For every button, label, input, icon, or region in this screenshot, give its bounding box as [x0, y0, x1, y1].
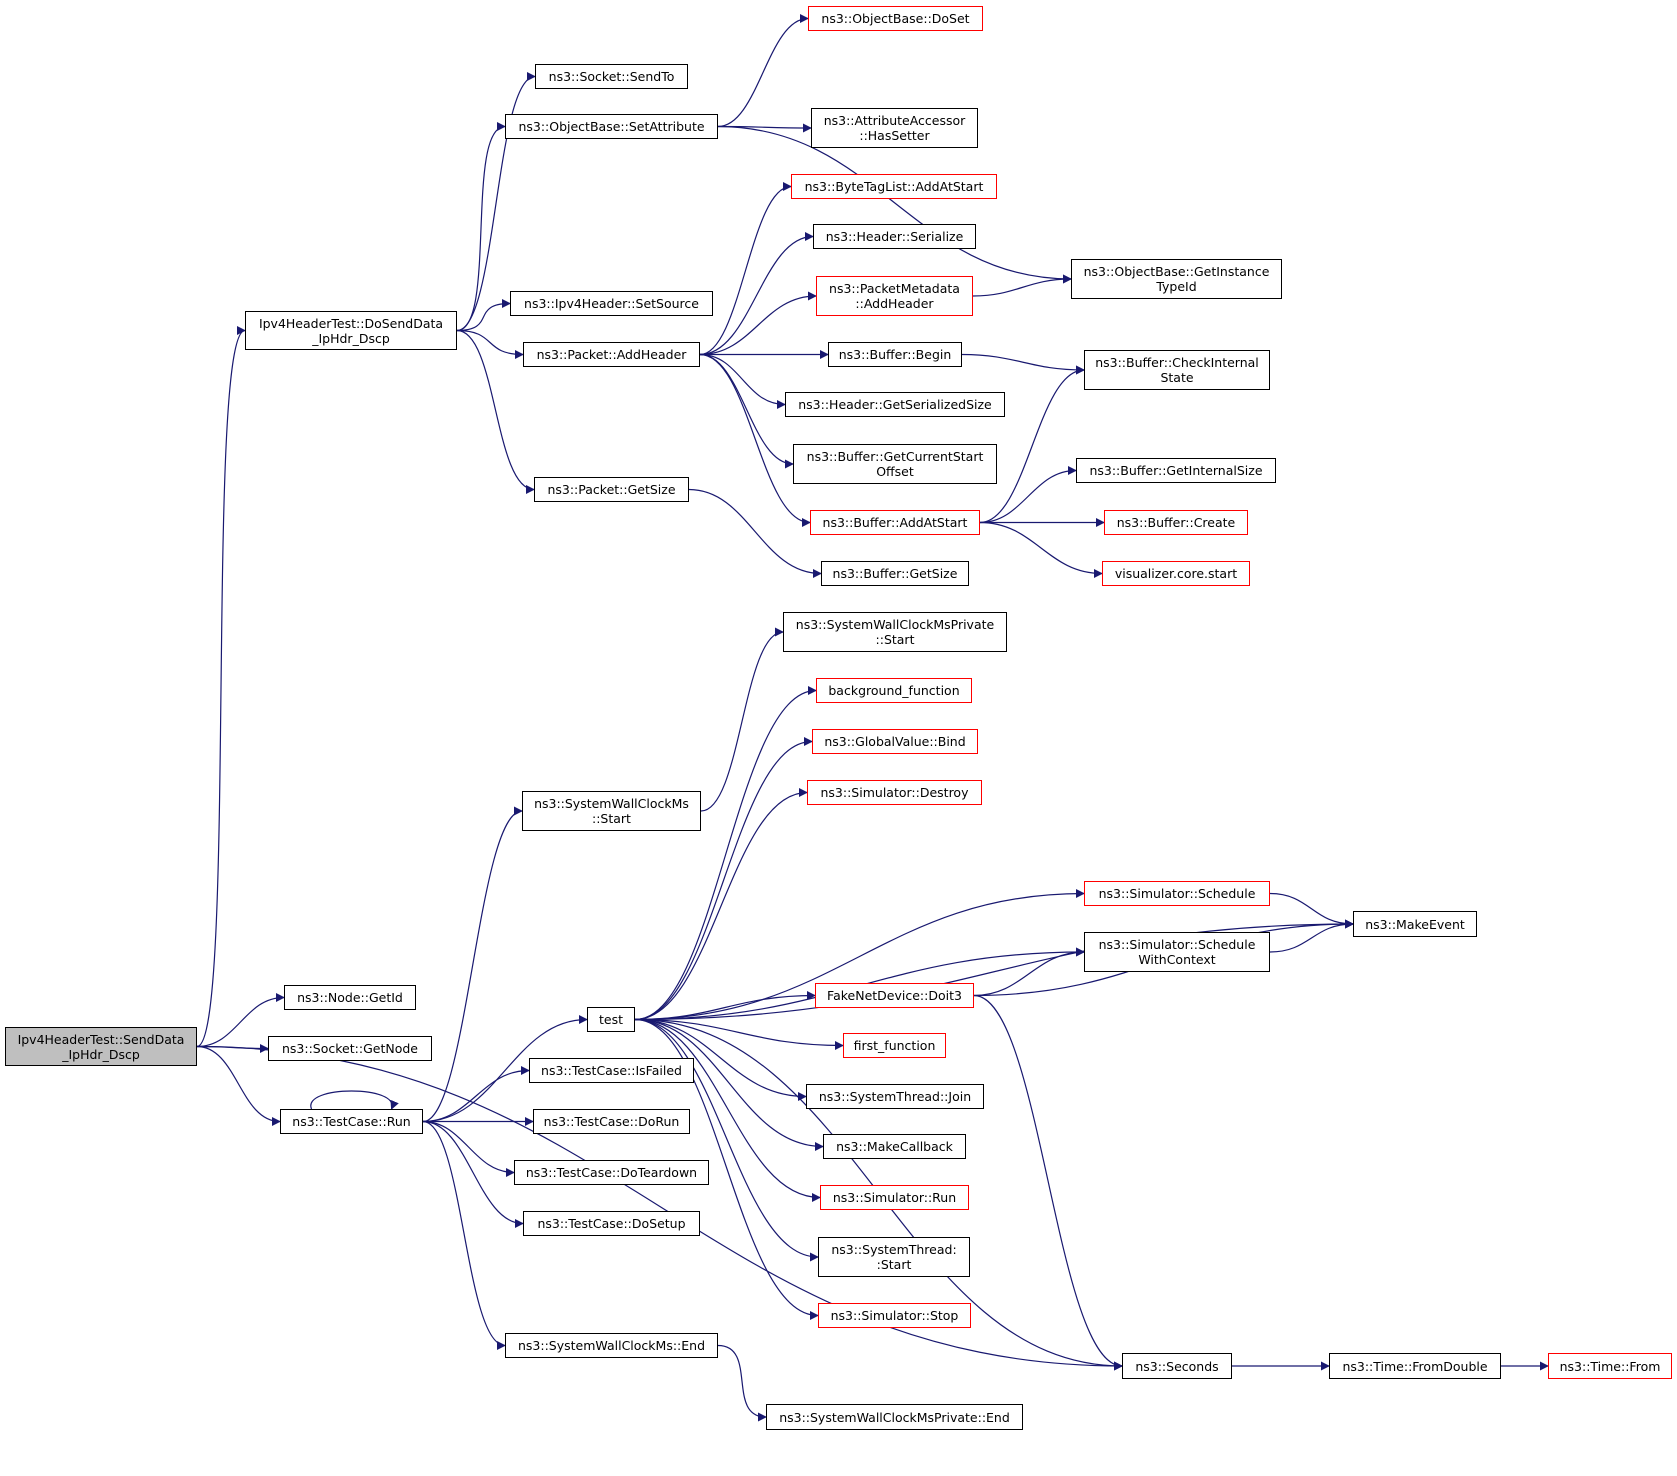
edge-dosend-to-setsource — [456, 299, 511, 332]
edge-test-to-makecb — [634, 1018, 824, 1151]
node-objectbase-getinstancetypeid[interactable]: ns3::ObjectBase::GetInstance TypeId — [1071, 259, 1282, 299]
edge-doit3-to-simschedctx — [973, 947, 1085, 997]
node-buffer-begin[interactable]: ns3::Buffer::Begin — [828, 342, 962, 367]
node-fakenetdevice-doit3[interactable]: FakeNetDevice::Doit3 — [815, 983, 974, 1008]
node-simulator-schedule[interactable]: ns3::Simulator::Schedule — [1084, 881, 1270, 906]
edge-tcrun-to-doteardown — [422, 1120, 515, 1177]
edge-tcrun-to-test — [422, 1015, 588, 1123]
node-test[interactable]: test — [587, 1007, 635, 1032]
edge-addheader-to-hdrser — [699, 232, 814, 356]
edge-setattr-to-doset — [717, 14, 809, 128]
edge-test-to-stjoin — [634, 1018, 807, 1101]
edge-addheader-to-bufadd — [699, 353, 811, 527]
node-root-senddata[interactable]: Ipv4HeaderTest::SendData _IpHdr_Dscp — [5, 1027, 197, 1066]
node-testcase-run[interactable]: ns3::TestCase::Run — [280, 1109, 423, 1134]
node-buffer-getsize[interactable]: ns3::Buffer::GetSize — [821, 561, 969, 586]
edge-root-to-tcrun — [196, 1045, 281, 1126]
edge-tcrun-to-tcrun — [310, 1090, 399, 1110]
node-dosenddata[interactable]: Ipv4HeaderTest::DoSendData _IpHdr_Dscp — [245, 311, 457, 350]
edge-setattr-to-getinst — [717, 125, 1072, 284]
node-time-from[interactable]: ns3::Time::From — [1548, 1353, 1672, 1379]
node-systemwallclockmsprivate-end[interactable]: ns3::SystemWallClockMsPrivate::End — [766, 1404, 1023, 1430]
edge-simschedctx-to-makeevent — [1269, 919, 1354, 953]
node-testcase-dorun[interactable]: ns3::TestCase::DoRun — [533, 1109, 690, 1134]
node-testcase-doteardown[interactable]: ns3::TestCase::DoTeardown — [514, 1160, 709, 1185]
node-buffer-checkinternalstate[interactable]: ns3::Buffer::CheckInternal State — [1084, 350, 1270, 390]
edge-addheader-to-pmadd — [699, 291, 817, 356]
edge-pmadd-to-getinst — [972, 274, 1072, 297]
node-simulator-run[interactable]: ns3::Simulator::Run — [820, 1185, 969, 1210]
node-buffer-addatstart[interactable]: ns3::Buffer::AddAtStart — [810, 510, 980, 535]
node-objectbase-setattribute[interactable]: ns3::ObjectBase::SetAttribute — [505, 114, 718, 139]
edge-root-to-seconds — [196, 1045, 1123, 1371]
edge-test-to-ststart — [634, 1018, 819, 1262]
node-first-function[interactable]: first_function — [843, 1033, 946, 1058]
node-buffer-create[interactable]: ns3::Buffer::Create — [1104, 510, 1248, 535]
edge-addheader-to-hdrsize — [699, 353, 786, 409]
node-background-function[interactable]: background_function — [816, 678, 972, 703]
node-testcase-isfailed[interactable]: ns3::TestCase::IsFailed — [529, 1058, 694, 1083]
node-makecallback[interactable]: ns3::MakeCallback — [823, 1134, 966, 1159]
node-packetmetadata-addheader[interactable]: ns3::PacketMetadata ::AddHeader — [816, 276, 973, 316]
node-simulator-schedulewithcontext[interactable]: ns3::Simulator::Schedule WithContext — [1084, 932, 1270, 972]
node-systemwallclockmsprivate-start[interactable]: ns3::SystemWallClockMsPrivate ::Start — [783, 612, 1007, 652]
node-testcase-dosetup[interactable]: ns3::TestCase::DoSetup — [523, 1211, 700, 1236]
node-systemwallclockms-end[interactable]: ns3::SystemWallClockMs::End — [505, 1333, 718, 1358]
node-buffer-getcurrentstartoffset[interactable]: ns3::Buffer::GetCurrentStart Offset — [793, 444, 997, 484]
edge-doit3-to-seconds — [973, 994, 1123, 1371]
node-globalvalue-bind[interactable]: ns3::GlobalValue::Bind — [812, 729, 978, 754]
node-time-fromdouble[interactable]: ns3::Time::FromDouble — [1329, 1353, 1501, 1379]
edge-bufadd-to-vizstart — [979, 521, 1103, 578]
node-visualizer-core-start[interactable]: visualizer.core.start — [1102, 561, 1250, 586]
edge-root-to-dosend — [196, 326, 246, 1048]
node-simulator-stop[interactable]: ns3::Simulator::Stop — [818, 1303, 971, 1328]
node-objectbase-doset[interactable]: ns3::ObjectBase::DoSet — [808, 6, 983, 31]
edge-root-to-getid — [196, 993, 285, 1048]
edge-tcrun-to-isfailed — [422, 1066, 530, 1123]
node-header-getserializedsize[interactable]: ns3::Header::GetSerializedSize — [785, 392, 1005, 417]
edge-addheader-to-bytetag — [699, 182, 792, 356]
edge-bufadd-to-checkint — [979, 365, 1085, 524]
edge-addheader-to-bufcur — [699, 353, 794, 469]
node-seconds[interactable]: ns3::Seconds — [1122, 1353, 1232, 1379]
edge-swcend-to-swcpend — [717, 1344, 767, 1422]
edge-test-to-makeevent — [634, 919, 1354, 1021]
node-socket-getnode[interactable]: ns3::Socket::GetNode — [268, 1036, 432, 1061]
edge-dosend-to-getsize — [456, 329, 535, 494]
edge-test-to-gvbind — [634, 737, 813, 1021]
node-makeevent[interactable]: ns3::MakeEvent — [1353, 911, 1477, 937]
node-simulator-destroy[interactable]: ns3::Simulator::Destroy — [807, 780, 982, 805]
edge-tcrun-to-dosetup — [422, 1120, 524, 1228]
edge-test-to-simstop — [634, 1018, 819, 1320]
edge-bufbegin-to-checkint — [961, 353, 1085, 375]
node-buffer-getinternalsize[interactable]: ns3::Buffer::GetInternalSize — [1076, 458, 1276, 483]
node-systemthread-join[interactable]: ns3::SystemThread::Join — [806, 1084, 984, 1109]
edge-test-to-simrun — [634, 1018, 821, 1202]
node-systemthread-start[interactable]: ns3::SystemThread: :Start — [818, 1237, 970, 1277]
edge-test-to-bgfunc — [634, 686, 817, 1021]
edge-test-to-doit3 — [634, 991, 816, 1021]
node-bytetaglist-addatstart[interactable]: ns3::ByteTagList::AddAtStart — [791, 174, 997, 199]
edge-simsched-to-makeevent — [1269, 892, 1354, 929]
edge-tcrun-to-swcend — [422, 1120, 506, 1350]
node-packet-getsize[interactable]: ns3::Packet::GetSize — [534, 477, 689, 502]
node-attributeaccessor-hassetter[interactable]: ns3::AttributeAccessor ::HasSetter — [811, 108, 978, 148]
edge-bufadd-to-getint — [979, 466, 1077, 524]
node-header-serialize[interactable]: ns3::Header::Serialize — [813, 224, 976, 249]
edge-test-to-firstfn — [634, 1018, 844, 1050]
node-packet-addheader[interactable]: ns3::Packet::AddHeader — [523, 342, 700, 367]
node-systemwallclockms-start[interactable]: ns3::SystemWallClockMs ::Start — [522, 791, 701, 831]
edge-test-to-simsched — [634, 889, 1085, 1021]
node-socket-sendto[interactable]: ns3::Socket::SendTo — [535, 64, 688, 89]
node-node-getid[interactable]: ns3::Node::GetId — [284, 985, 416, 1010]
node-ipv4header-setsource[interactable]: ns3::Ipv4Header::SetSource — [510, 291, 713, 316]
edge-swcstart-to-swcpstart — [700, 627, 784, 812]
edge-getsize-to-bufgetsize — [688, 488, 822, 578]
edge-dosend-to-setattr — [456, 122, 506, 332]
edge-tcrun-to-swcstart — [422, 806, 523, 1123]
edge-dosend-to-addheader — [456, 329, 524, 359]
edge-test-to-simdestroy — [634, 788, 808, 1021]
